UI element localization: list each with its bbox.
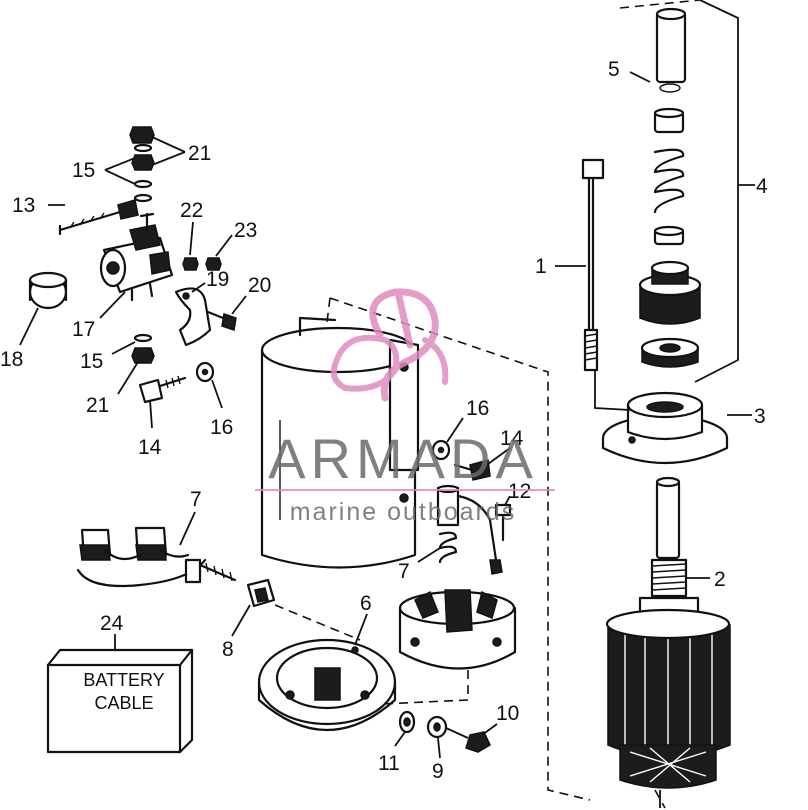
washer-part [195,361,451,461]
label-part-22: 22 [180,199,203,222]
watermark-tagline: marine outboards [290,498,517,526]
solenoid-part [99,212,174,302]
label-part-9: 9 [432,760,444,783]
watermark-logo-mark [330,288,449,402]
label-part-15-lower: 15 [80,350,103,373]
drive-assembly-part [638,7,702,368]
label-part-3: 3 [754,405,766,428]
label-part-18: 18 [0,348,23,371]
label-part-21-lower: 21 [86,394,109,417]
label-part-14-right: 14 [500,427,524,450]
battery-cable-line1: BATTERY [83,670,164,690]
nut-washer-stack-top [129,126,155,203]
label-part-7-left: 7 [190,488,202,511]
battery-cable-line2: CABLE [94,693,153,713]
brush-spring-part [436,484,503,575]
label-part-7-center: 7 [398,560,410,583]
field-frame-housing [260,316,420,569]
label-part-17: 17 [72,318,95,341]
label-part-16-lower: 16 [210,416,233,439]
mounting-bolt-part [138,375,187,404]
label-part-13: 13 [12,194,35,217]
bracket-screw-part [206,310,237,331]
label-part-12: 12 [508,480,531,503]
nut-washer-stack-lower [131,333,155,364]
small-nut-parts [182,257,222,271]
part-number-labels: 5 4 1 3 2 21 15 13 22 23 19 20 17 18 15 … [0,58,768,783]
label-part-2: 2 [714,568,726,591]
label-part-11: 11 [378,752,400,775]
watermark-brand: ARMADA [268,427,538,490]
brush-holder-part [398,589,517,670]
label-part-5: 5 [608,58,620,81]
brush-set-part [76,526,237,588]
battery-cable-box: BATTERY CABLE [46,648,194,754]
leader-lines [19,0,755,759]
label-part-4: 4 [756,175,768,198]
end-cap-plate-part [601,391,729,465]
label-part-19: 19 [206,268,229,291]
label-part-10: 10 [496,702,519,725]
label-part-24: 24 [100,612,124,635]
label-part-6: 6 [360,592,372,615]
label-part-1: 1 [535,255,547,278]
bracket-part [174,287,212,347]
label-part-16-right: 16 [466,397,489,420]
watermark: ARMADA marine outboards [255,288,555,526]
armature-part [605,476,731,808]
terminal-bolt-part [58,199,139,236]
label-part-8: 8 [222,638,234,661]
label-part-21-top: 21 [188,142,211,165]
label-part-14-lower: 14 [138,436,162,459]
screw-part-right [453,459,491,481]
brush-clip-part [246,578,276,608]
label-part-20: 20 [248,274,271,297]
label-part-15-top: 15 [72,159,95,182]
boot-ring-part [28,271,68,310]
through-bolt-part [581,158,605,372]
terminal-hardware-part [398,710,491,753]
label-part-23: 23 [234,219,257,242]
commutator-end-cap [257,638,397,731]
